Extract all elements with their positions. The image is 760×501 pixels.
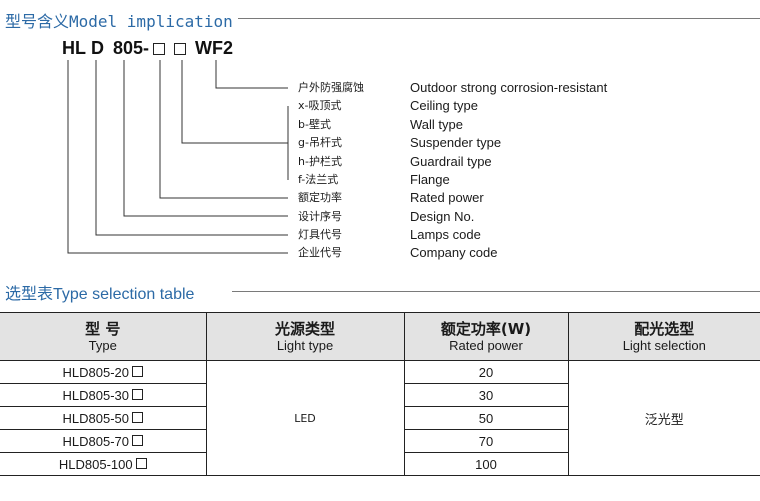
cell-type: HLD805-30: [0, 383, 207, 407]
cell-type: HLD805-70: [0, 429, 207, 453]
legend-label-zh: 户外防强腐蚀: [298, 81, 364, 94]
cell-power: 20: [403, 360, 569, 384]
legend-label-en: Outdoor strong corrosion-resistant: [410, 80, 608, 95]
legend-label-zh: f-法兰式: [298, 173, 339, 186]
table-row: HLD805-50 50: [0, 406, 760, 430]
legend-label-zh: 额定功率: [298, 191, 342, 204]
legend-label-zh: b-壁式: [298, 118, 331, 131]
table-row: HLD805-100 100: [0, 452, 760, 476]
legend-label-en: Company code: [410, 245, 498, 260]
title-divider: [232, 291, 760, 292]
table-row: HLD805-70 70: [0, 429, 760, 453]
legend-label-en: Wall type: [410, 117, 463, 132]
legend-label-en: Guardrail type: [410, 154, 492, 169]
cell-power: 30: [403, 383, 568, 407]
header-rated-power: 额定功率(W) Rated power: [403, 312, 569, 361]
cell-power: 100: [403, 452, 568, 476]
cell-light-selection: 泛光型: [567, 360, 760, 476]
legend-label-zh: g-吊杆式: [298, 136, 342, 149]
model-implication-title: 型号含义Model implication: [5, 12, 233, 31]
title-divider: [238, 18, 760, 19]
type-selection-table: 型 号 Type 光源类型 Light type 额定功率(W) Rated p…: [0, 312, 760, 476]
model-code-bracket-lines: [67, 60, 289, 254]
cell-type: HLD805-100: [0, 452, 207, 476]
table-row: HLD805-30 30: [0, 383, 760, 407]
code-placeholder-box-2: [174, 43, 186, 55]
legend-label-zh: 设计序号: [298, 210, 342, 223]
legend-label-zh: 灯具代号: [298, 228, 342, 241]
cell-power: 50: [403, 406, 568, 430]
legend-label-en: Lamps code: [410, 227, 481, 242]
legend-label-en: Ceiling type: [410, 98, 478, 113]
legend-label-en: Flange: [410, 172, 450, 187]
legend-label-en: Rated power: [410, 190, 484, 205]
cell-light-type: LED: [205, 360, 405, 476]
cell-type: HLD805-50: [0, 406, 207, 430]
legend-label-zh: x-吸顶式: [298, 99, 342, 112]
code-number: 805-: [113, 38, 150, 58]
legend-label-en: Design No.: [410, 209, 475, 224]
cell-power: 70: [403, 429, 568, 453]
header-type: 型 号 Type: [0, 312, 207, 361]
selection-table-title: 选型表Type selection table: [5, 286, 195, 303]
code-placeholder-box-1: [153, 43, 165, 55]
table-row: HLD805-20 LED 20 泛光型: [0, 360, 760, 476]
cell-type: HLD805-20: [0, 360, 207, 384]
code-d: D: [91, 38, 104, 58]
legend-label-zh: h-护栏式: [298, 155, 342, 168]
code-hl: HL: [62, 38, 86, 58]
header-light-selection: 配光选型 Light selection: [567, 312, 760, 361]
code-wf2: WF2: [195, 38, 233, 58]
legend-label-en: Suspender type: [410, 135, 502, 150]
legend-label-zh: 企业代号: [298, 246, 342, 259]
header-light-type: 光源类型 Light type: [205, 312, 405, 361]
